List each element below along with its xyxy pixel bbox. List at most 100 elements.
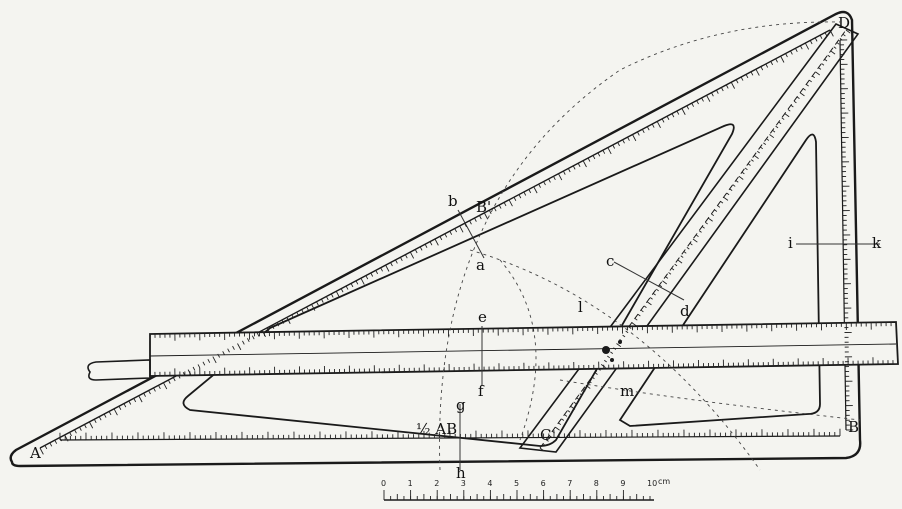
label-small-f: f xyxy=(478,382,485,400)
ruler-tick xyxy=(640,309,644,313)
ruler-tick xyxy=(474,217,477,222)
ruler-tick xyxy=(698,230,702,233)
ruler-tick xyxy=(760,146,764,150)
ruler-tick xyxy=(603,359,607,363)
ruler-tick xyxy=(805,83,809,87)
ruler-tick xyxy=(824,32,828,37)
ruler-tick xyxy=(276,322,280,327)
ruler-tick xyxy=(69,432,72,437)
ruler-tick xyxy=(637,313,641,317)
ruler-tick xyxy=(591,376,595,380)
ruler-tick xyxy=(498,204,502,209)
ruler-tick xyxy=(555,426,560,431)
ruler-tick xyxy=(750,159,754,162)
ruler-tick xyxy=(296,311,300,316)
ruler-tick xyxy=(627,136,630,141)
ruler-tick xyxy=(444,233,448,238)
ruler-tick xyxy=(732,184,736,187)
ruler-tick xyxy=(266,327,270,332)
ruler-tick xyxy=(677,259,683,264)
ruler-tick xyxy=(562,170,566,175)
ruler-tick xyxy=(631,322,637,327)
ruler-tick xyxy=(212,356,217,364)
ruler-tick xyxy=(704,221,708,225)
ruler-tick xyxy=(54,439,58,444)
ruler-tick xyxy=(429,241,433,246)
scale-label: 8 xyxy=(594,479,599,488)
ruler-tick xyxy=(167,379,171,384)
line-ab xyxy=(457,209,485,259)
ruler-tick xyxy=(572,165,576,170)
ruler-tick xyxy=(674,263,678,267)
ruler-tick xyxy=(567,168,571,173)
ruler-tick xyxy=(588,380,592,384)
ruler-tick xyxy=(172,377,176,382)
ruler-tick xyxy=(464,223,467,228)
ruler-tick xyxy=(113,408,118,416)
ruler-tick xyxy=(246,338,250,343)
ruler-tick xyxy=(232,345,235,350)
ruler-tick xyxy=(108,411,112,416)
ruler-tick xyxy=(815,71,821,76)
ruler-tick xyxy=(711,213,715,217)
ruler-tick xyxy=(251,335,255,340)
ruler-tick xyxy=(548,178,551,183)
ruler-tick xyxy=(242,340,245,345)
ruler-tick xyxy=(809,40,813,45)
ruler-tick xyxy=(741,171,745,175)
ruler-tick xyxy=(812,75,816,79)
ruler-tick xyxy=(804,42,810,50)
label-small-d: d xyxy=(680,302,690,320)
ruler-tick xyxy=(738,175,744,180)
ruler-tick xyxy=(686,246,690,250)
ruler-tick xyxy=(744,167,748,171)
ruler-tick xyxy=(686,105,690,110)
ruler-tick xyxy=(839,37,843,41)
ruler-tick xyxy=(459,225,464,233)
scale-bar-ticks xyxy=(383,490,651,500)
ruler-tick xyxy=(628,326,632,329)
ruler-tick xyxy=(217,353,221,358)
ruler-tick xyxy=(845,29,851,34)
ruler-tick xyxy=(469,220,472,225)
ruler-tick xyxy=(607,147,612,155)
ruler-tick xyxy=(651,123,655,128)
ruler-tick xyxy=(809,79,812,83)
ruler-tick xyxy=(708,217,713,222)
ruler-tick xyxy=(380,267,383,272)
construction-arc-large xyxy=(439,21,841,471)
ruler-tick xyxy=(177,374,181,379)
ruler-tick xyxy=(668,272,672,275)
ruler-tick xyxy=(345,285,349,290)
label-c-point: C xyxy=(540,426,551,444)
ruler-tick xyxy=(833,46,837,49)
ruler-tick xyxy=(365,275,369,280)
ruler-tick xyxy=(622,334,626,338)
ruler-tick xyxy=(222,351,225,356)
ruler-tick xyxy=(539,447,545,452)
set-square-cutout-left xyxy=(182,123,735,447)
ruler-tick xyxy=(827,54,831,58)
construction-arc-m xyxy=(559,379,861,421)
ruler-tick xyxy=(646,126,650,131)
label-small-m: m xyxy=(620,382,634,400)
ruler-tick xyxy=(576,397,580,400)
scale-label: 3 xyxy=(461,479,466,488)
ruler-tick xyxy=(370,272,374,277)
ruler-tick xyxy=(695,234,699,237)
ruler-tick xyxy=(538,183,541,188)
label-b-point: B xyxy=(848,418,859,436)
ruler-tick xyxy=(666,116,670,120)
ruler-tick xyxy=(488,210,492,215)
ruler-tick xyxy=(701,226,705,229)
ruler-tick xyxy=(585,384,591,389)
ruler-tick xyxy=(202,361,206,366)
ruler-tick xyxy=(610,351,614,354)
ruler-tick xyxy=(656,121,661,129)
ruler-tick xyxy=(607,355,611,359)
ruler-tick xyxy=(570,405,576,410)
ruler-tick xyxy=(689,242,693,246)
ruler-tick xyxy=(714,209,718,212)
